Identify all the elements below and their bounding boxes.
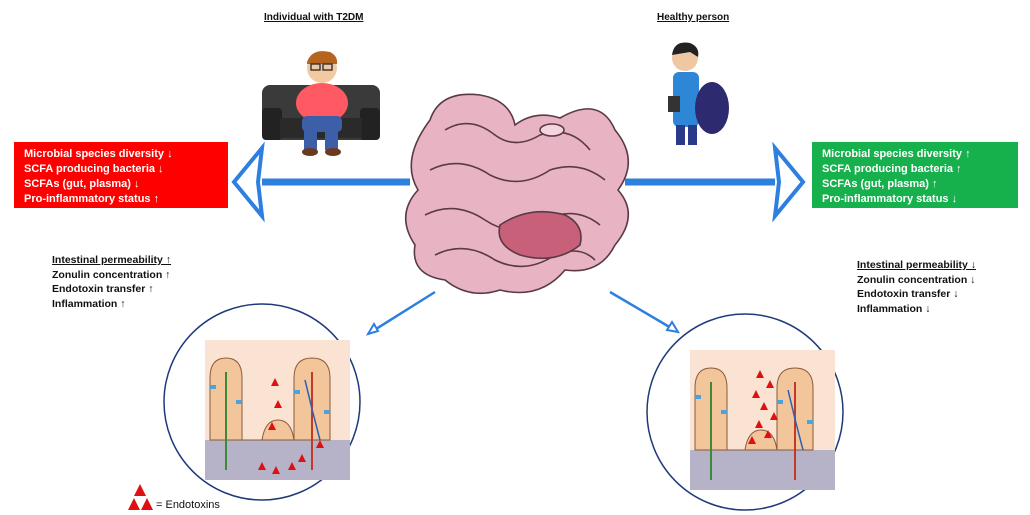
left-arrow <box>234 148 410 216</box>
intestine-illustration <box>406 94 629 293</box>
legend-label: = Endotoxins <box>156 499 220 511</box>
healthy-villi-circle <box>647 314 843 510</box>
down-right-arrow <box>610 292 678 332</box>
right-arrow <box>625 148 803 216</box>
healthy-person-with-backpack-illustration <box>668 43 729 146</box>
down-left-arrow <box>368 292 435 334</box>
legend-endotoxin-icon <box>128 484 153 510</box>
t2dm-person-on-sofa-illustration <box>262 51 380 156</box>
t2dm-villi-circle <box>164 304 360 500</box>
